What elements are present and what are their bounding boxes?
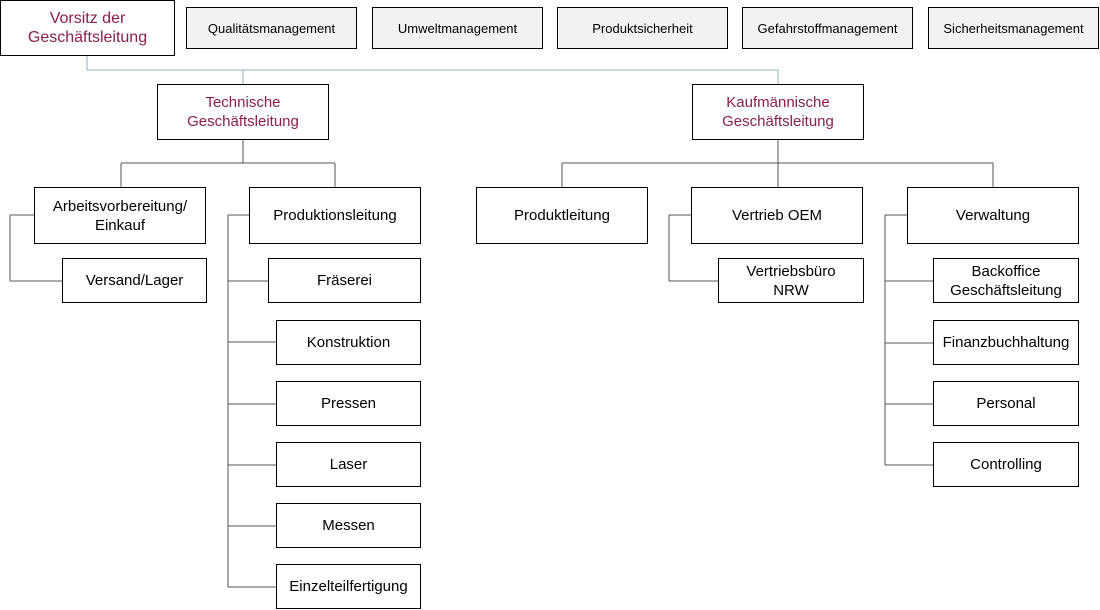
staff-product-safety: Produktsicherheit [557,7,728,49]
accounting-box: Finanzbuchhaltung [933,320,1079,365]
administration-box: Verwaltung [907,187,1079,244]
milling-box: Fräserei [268,258,421,303]
sales-oem-box: Vertrieb OEM [691,187,863,244]
chair-box: Vorsitz der Geschäftsleitung [0,0,175,56]
commercial-management-box: Kaufmännische Geschäftsleitung [692,84,864,140]
backoffice-box: Backoffice Geschäftsleitung [933,258,1079,303]
work-preparation-box: Arbeitsvorbereitung/ Einkauf [34,187,206,244]
technical-management-box: Technische Geschäftsleitung [157,84,329,140]
product-management-box: Produktleitung [476,187,648,244]
pressing-box: Pressen [276,381,421,426]
controlling-box: Controlling [933,442,1079,487]
measuring-box: Messen [276,503,421,548]
unit-connectors [9,139,994,588]
chair-connectors [86,55,779,84]
staff-environmental-management: Umweltmanagement [372,7,543,49]
staff-safety-management: Sicherheitsmanagement [928,7,1099,49]
staff-quality-management: Qualitätsmanagement [186,7,357,49]
sales-office-nrw-box: Vertriebsbüro NRW [718,258,864,303]
personnel-box: Personal [933,381,1079,426]
laser-box: Laser [276,442,421,487]
production-management-box: Produktionsleitung [249,187,421,244]
shipping-warehouse-box: Versand/Lager [62,258,207,303]
part-manufacturing-box: Einzelteilfertigung [276,564,421,609]
design-box: Konstruktion [276,320,421,365]
staff-hazardous-substances: Gefahrstoffmanagement [742,7,913,49]
